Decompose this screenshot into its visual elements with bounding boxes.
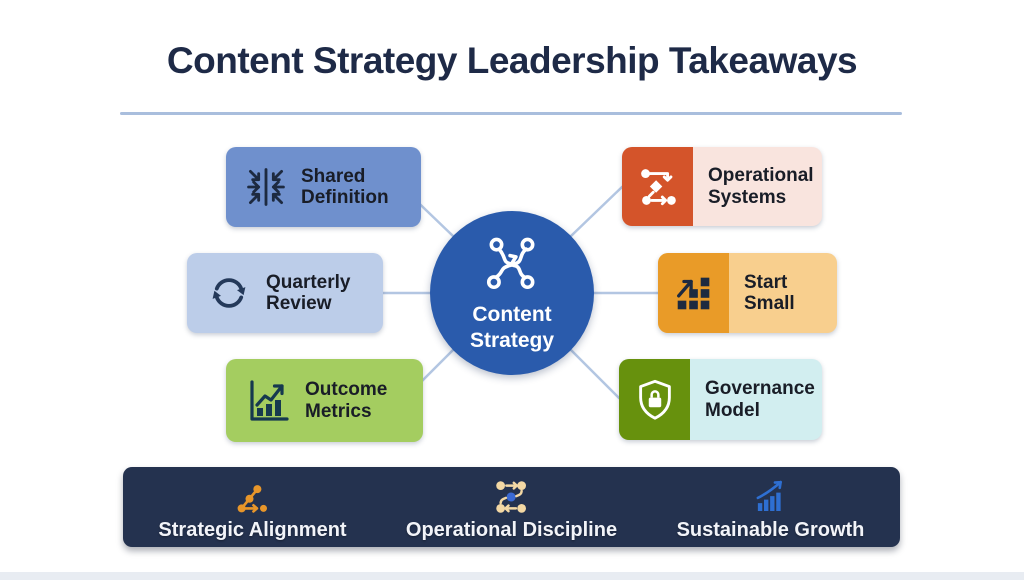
footer-item-sustainable-growth: Sustainable Growth — [641, 467, 900, 547]
footer-label: Operational Discipline — [405, 518, 618, 541]
node-quarterly-review: Quarterly Review — [187, 253, 383, 333]
node-start-small: Start Small — [658, 253, 837, 333]
center-hub: Content Strategy — [430, 211, 594, 375]
bar-chart-rising-icon — [244, 377, 292, 425]
footer-item-operational-discipline: Operational Discipline — [382, 467, 641, 547]
refresh-cycle-icon — [205, 269, 253, 317]
page-title: Content Strategy Leadership Takeaways — [166, 40, 858, 81]
growth-chart-icon — [750, 476, 792, 518]
node-label: Operational Systems — [708, 165, 814, 208]
node-label: Start Small — [744, 271, 795, 314]
footer-label: Sustainable Growth — [676, 518, 865, 541]
footer-bar: Strategic Alignment — [123, 467, 900, 547]
node-label: Governance Model — [705, 378, 815, 421]
alignment-path-icon — [232, 476, 274, 518]
footer-label: Strategic Alignment — [158, 518, 347, 541]
center-label: Content Strategy — [469, 303, 555, 352]
node-governance-model: Governance Model — [619, 359, 822, 440]
process-loop-icon — [491, 476, 533, 518]
node-outcome-metrics: Outcome Metrics — [226, 359, 423, 442]
connector-line — [569, 185, 624, 238]
bottom-strip — [0, 572, 1024, 580]
connector-line — [569, 348, 621, 400]
converge-arrows-icon — [244, 165, 288, 209]
flowchart-icon — [622, 147, 693, 226]
node-shared-definition: Shared Definition — [226, 147, 421, 227]
shield-lock-icon — [619, 359, 690, 440]
title-divider — [120, 112, 902, 115]
node-operational-systems: Operational Systems — [622, 147, 822, 226]
network-nodes-icon — [481, 233, 543, 295]
node-label: Shared Definition — [301, 165, 389, 208]
stairs-growth-icon — [658, 253, 729, 333]
footer-item-strategic-alignment: Strategic Alignment — [123, 467, 382, 547]
node-label: Outcome Metrics — [305, 379, 388, 422]
node-label: Quarterly Review — [266, 271, 351, 314]
